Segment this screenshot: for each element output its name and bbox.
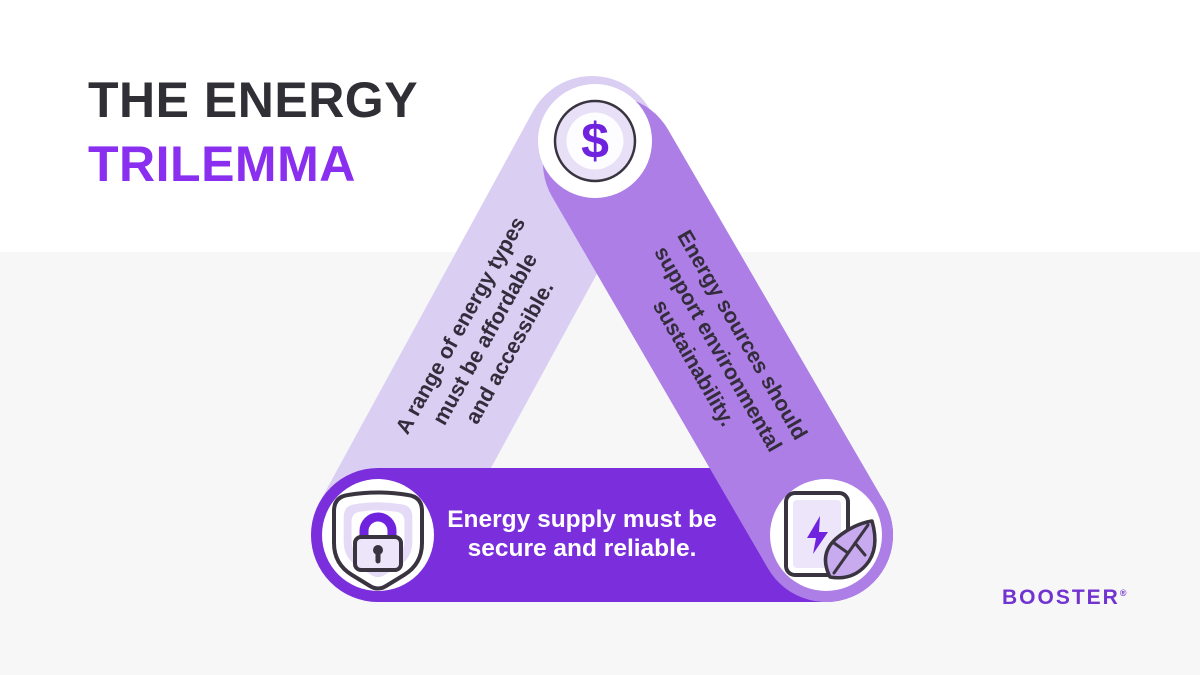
lightning-bolt: [807, 516, 828, 554]
booster-logo: BOOSTER®: [1002, 586, 1126, 610]
page-title: THE ENERGY TRILEMMA: [88, 68, 418, 196]
title-line-1: THE ENERGY: [88, 72, 419, 128]
title-line-2: TRILEMMA: [88, 136, 356, 192]
shield-lock-icon: [332, 490, 424, 591]
energy-leaf-icon: [784, 491, 877, 580]
registered-trademark-mark: ®: [1119, 588, 1127, 598]
sustainability-bar: [543, 96, 893, 602]
dollar-icon: $: [553, 99, 637, 183]
leaf-glyph: [823, 519, 877, 580]
sustainability-vertex: [770, 479, 882, 591]
booster-logo-text: BOOSTER: [1002, 586, 1120, 609]
security-vertex: [322, 479, 434, 591]
affordability-vertex: $: [538, 84, 652, 198]
dollar-symbol: $: [581, 113, 609, 169]
lock-glyph: [353, 512, 403, 572]
security-label: Energy supply must be secure and reliabl…: [447, 506, 717, 562]
